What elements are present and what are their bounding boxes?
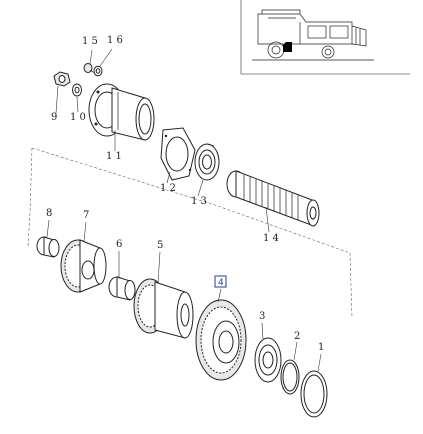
label-part-16: 1 6 — [107, 35, 123, 46]
label-part-2: 2 — [294, 331, 300, 342]
label-part-15: 1 5 — [82, 36, 98, 47]
label-part-10: 1 0 — [70, 112, 86, 123]
label-part-1: 1 — [318, 342, 324, 353]
label-part-13: 1 3 — [191, 196, 207, 207]
part-14-shaft — [226, 170, 320, 227]
leader-lines — [46, 48, 322, 372]
label-part-11: 1 1 — [106, 151, 122, 162]
highlight-box-part-4 — [214, 275, 227, 288]
part-10-washer — [72, 83, 82, 97]
label-part-12: 1 2 — [160, 183, 176, 194]
label-part-7: 7 — [83, 210, 89, 221]
assembly-outline — [27, 147, 353, 319]
part-8-bushing — [36, 236, 60, 258]
part-labels: 9 1 0 1 1 1 2 1 3 1 4 1 5 1 6 8 7 6 5 4 … — [46, 35, 324, 353]
locator-inset — [240, 0, 410, 75]
part-12-gasket — [160, 127, 196, 181]
label-part-3: 3 — [259, 311, 265, 322]
location-marker — [283, 45, 292, 52]
part-13-bearing — [194, 143, 220, 181]
label-part-8: 8 — [46, 208, 52, 219]
label-part-4: 4 — [218, 278, 224, 288]
part-2-snap-ring — [280, 359, 300, 395]
part-6-bushing — [108, 276, 136, 301]
part-9-nut — [53, 71, 71, 87]
part-3-bearing — [254, 337, 282, 383]
part-4-large-gear — [195, 299, 247, 381]
label-part-6: 6 — [116, 239, 122, 250]
part-1-retaining-ring — [300, 370, 328, 418]
part-15-bolt — [83, 63, 97, 75]
part-16-washer — [93, 65, 103, 77]
part-7-gear — [60, 239, 107, 293]
part-5-gear-hub — [133, 278, 194, 339]
label-part-5: 5 — [157, 240, 163, 251]
label-part-14: 1 4 — [263, 233, 279, 244]
label-part-9: 9 — [51, 112, 57, 123]
combine-harvester-icon — [252, 9, 374, 61]
part-11-flanged-housing — [88, 83, 155, 141]
